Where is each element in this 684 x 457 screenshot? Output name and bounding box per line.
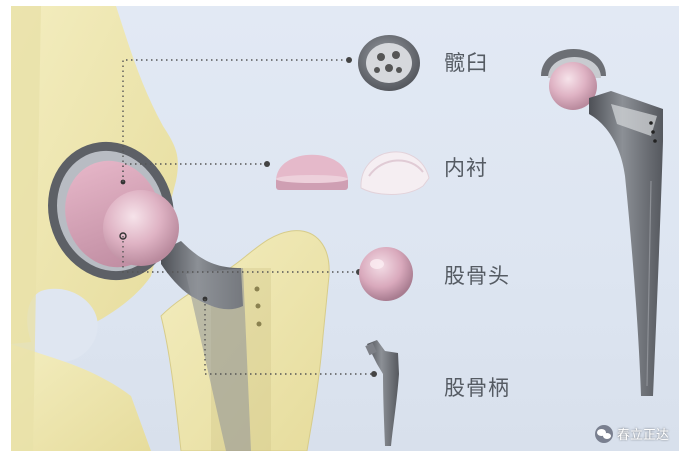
- liner-parts: [276, 152, 429, 195]
- assembled-implant: [541, 49, 663, 396]
- femoral-stem-part: [365, 340, 399, 446]
- hip-implant-illustration: [11, 6, 679, 451]
- label-acetabulum: 髋臼: [444, 47, 488, 77]
- femoral-head-part: [359, 247, 413, 301]
- wechat-icon: [595, 425, 613, 443]
- watermark-text: 春立正达: [617, 424, 669, 443]
- implanted-ball: [103, 190, 179, 266]
- acetabular-cup-part: [358, 35, 420, 91]
- label-liner: 内衬: [444, 152, 488, 182]
- watermark: 春立正达: [595, 424, 669, 443]
- illustration-panel: 髋臼 内衬 股骨头 股骨柄 春立正达: [11, 6, 679, 451]
- label-femoral-stem: 股骨柄: [444, 372, 510, 402]
- label-femoral-head: 股骨头: [444, 260, 510, 290]
